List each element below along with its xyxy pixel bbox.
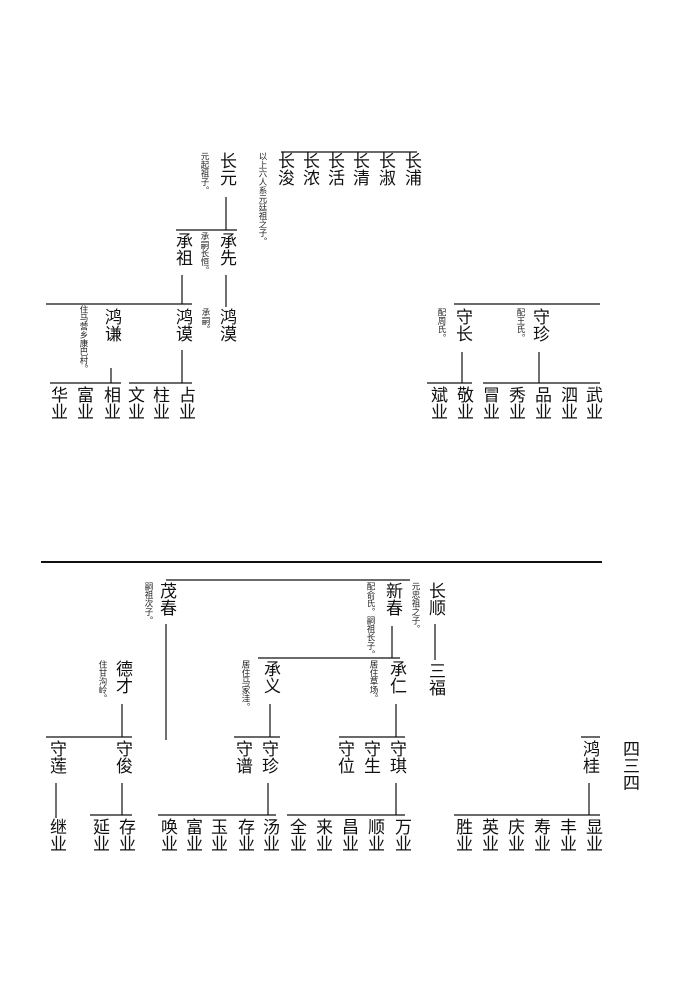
descendant-pin-ye: 品业 [531, 386, 551, 420]
person-xin-chun: 新春 [382, 582, 402, 616]
descendant-qing-ye: 庆业 [504, 818, 524, 852]
person-hong-mo-b: 鸿谟 [172, 308, 192, 342]
descendant-xiu-ye: 秀业 [505, 386, 525, 420]
note-hong-mo-a: 承嗣。 [200, 308, 210, 334]
person-hong-qian: 鸿谦 [101, 308, 121, 342]
descendant-wen-ye: 文业 [124, 386, 144, 420]
descendant-lai-ye: 来业 [312, 818, 332, 852]
descendant-si-ye: 泗业 [557, 386, 577, 420]
person-san-fu: 三福 [425, 662, 445, 696]
person-shou-chang: 守长 [452, 308, 472, 342]
note-shou-chang: 配周氏。 [436, 308, 446, 342]
descendant-feng-ye: 丰业 [556, 818, 576, 852]
descendant-fu-ye: 富业 [73, 386, 93, 420]
descendant-huan-ye: 唤业 [157, 818, 177, 852]
descendant-cun-ye-c: 存业 [115, 818, 135, 852]
person-shou-jun: 守俊 [112, 740, 132, 774]
note-chang-shun: 元忠祖之子。 [410, 582, 420, 633]
note-mao-chun: 嗣祖次子。 [143, 582, 153, 625]
person-hong-gui: 鸿桂 [579, 740, 599, 774]
descendant-sheng-ye: 胜业 [452, 818, 472, 852]
person-chang-huo: 长活 [324, 152, 344, 186]
person-de-cai: 德才 [112, 660, 132, 694]
person-chang-pu: 长浦 [401, 152, 421, 186]
note-chang-group: 以上六人系元廷祖之子。 [257, 152, 267, 246]
person-mao-chun: 茂春 [156, 582, 176, 616]
descendant-quan-ye: 全业 [286, 818, 306, 852]
person-cheng-ren: 承仁 [386, 660, 406, 694]
person-cheng-zu: 承祖 [172, 232, 192, 266]
descendant-xiang-ye: 相业 [100, 386, 120, 420]
note-de-cai: 住甘沟岭。 [97, 660, 107, 703]
person-chang-shu: 长淑 [375, 152, 395, 186]
note-xin-chun: 配俞氏。嗣祖长子。 [365, 582, 375, 659]
descendant-yan-ye: 延业 [89, 818, 109, 852]
person-shou-zhen-top: 守珍 [529, 308, 549, 342]
page-number: 四三四 [619, 740, 639, 791]
person-chang-nong: 长浓 [299, 152, 319, 186]
descendant-zhu-ye: 柱业 [149, 386, 169, 420]
person-chang-jun: 长浚 [274, 152, 294, 186]
person-chang-qing: 长清 [349, 152, 369, 186]
note-cheng-ren: 居住草场。 [368, 660, 378, 703]
descendant-xian-ye: 显业 [582, 818, 602, 852]
descendant-shou-ye: 寿业 [530, 818, 550, 852]
descendant-chang-ye: 昌业 [338, 818, 358, 852]
note-shou-zhen-top: 配王氏。 [515, 308, 525, 342]
descendant-cun-ye-b: 存业 [234, 818, 254, 852]
person-cheng-xian: 承先 [216, 232, 236, 266]
person-hong-mo-a: 鸿漠 [216, 308, 236, 342]
note-hong-qian: 住马营乡康巴村。 [78, 305, 88, 373]
descendant-wu-ye: 武业 [582, 386, 602, 420]
person-chang-shun: 长顺 [425, 582, 445, 616]
person-shou-qi: 守琪 [386, 740, 406, 774]
descendant-ji-ye: 继业 [46, 818, 66, 852]
person-shou-wei: 守位 [334, 740, 354, 774]
descendant-zhan-ye: 占业 [175, 386, 195, 420]
descendant-bin-ye: 斌业 [427, 386, 447, 420]
descendant-mao-ye: 冒业 [479, 386, 499, 420]
note-cheng-xian: 承嗣长恒。 [199, 232, 209, 275]
person-shou-zhen-bottom: 守珍 [258, 740, 278, 774]
note-cheng-yi: 居住马家洼。 [240, 660, 250, 711]
person-shou-lian: 守莲 [46, 740, 66, 774]
descendant-ying-ye: 英业 [478, 818, 498, 852]
note-chang-yuan: 元起祖子。 [199, 152, 209, 195]
descendant-shun-ye: 顺业 [364, 818, 384, 852]
descendant-hua-ye: 华业 [47, 386, 67, 420]
descendant-wan-ye: 万业 [391, 818, 411, 852]
person-shou-sheng: 守生 [360, 740, 380, 774]
descendant-yu-ye: 玉业 [207, 818, 227, 852]
person-chang-yuan: 长元 [216, 152, 236, 186]
person-shou-pu: 守谱 [232, 740, 252, 774]
descendant-tang-ye: 汤业 [259, 818, 279, 852]
descendant-jing-ye: 敬业 [453, 386, 473, 420]
person-cheng-yi: 承义 [260, 660, 280, 694]
descendant-fu-ye-b: 富业 [182, 818, 202, 852]
